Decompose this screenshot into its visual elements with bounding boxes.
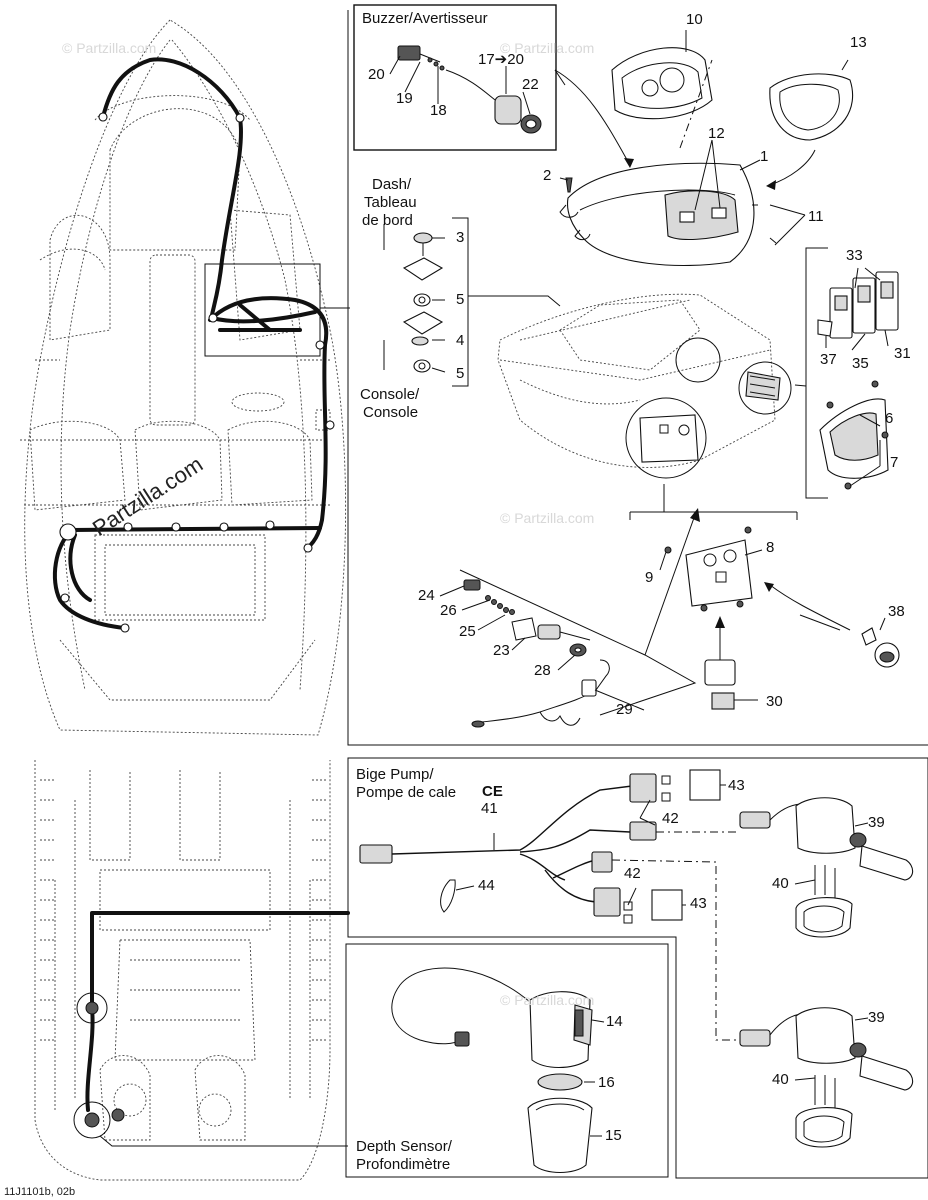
- bilge-label-line2: Pompe de cale: [356, 784, 457, 801]
- part-number-43b: 43: [690, 895, 707, 912]
- part-number-11: 11: [808, 208, 824, 225]
- part-number-30: 30: [766, 693, 783, 710]
- dash-console-hardware: [383, 217, 561, 387]
- hull-bottom-view: [34, 760, 350, 1181]
- part-number-19: 19: [396, 90, 413, 107]
- bilge-box-border: [347, 757, 928, 1179]
- part-number-14: 14: [606, 1013, 623, 1030]
- part-number-33: 33: [846, 247, 863, 264]
- watermark-small-2: © Partzilla.com: [500, 40, 595, 56]
- part-number-15: 15: [605, 1127, 622, 1144]
- part-number-35: 35: [852, 355, 869, 372]
- bilge-label-line1: Bige Pump/: [356, 766, 434, 783]
- part-number-7: 7: [890, 454, 899, 471]
- depth-label-line1: Depth Sensor/: [356, 1138, 452, 1155]
- part-number-41: 41: [481, 800, 498, 817]
- part-number-16: 16: [598, 1074, 615, 1091]
- part-number-26: 26: [440, 602, 457, 619]
- part-number-1: 1: [760, 148, 769, 165]
- diagram-code: 11J1101b, 02b: [4, 1186, 76, 1198]
- part-number-5b: 5: [456, 365, 465, 382]
- part-number-13: 13: [850, 34, 867, 51]
- watermark-small-1: © Partzilla.com: [62, 40, 157, 56]
- lanyard-bracket-area: [459, 484, 900, 728]
- part-number-43a: 43: [728, 777, 745, 794]
- part-number-38: 38: [888, 603, 905, 620]
- buzzer-box: [353, 4, 557, 151]
- part-number-39a: 39: [868, 814, 885, 831]
- part-number-3: 3: [456, 229, 465, 246]
- watermark-small-3: © Partzilla.com: [500, 510, 595, 526]
- part-number-4: 4: [456, 332, 465, 349]
- console-label-line2: Console: [363, 404, 419, 421]
- part-number-24: 24: [418, 587, 435, 604]
- ce-marking: CE: [482, 783, 503, 800]
- part-number-37: 37: [820, 351, 837, 368]
- part-number-40a: 40: [772, 875, 789, 892]
- part-number-5a: 5: [456, 291, 465, 308]
- depth-box-border: [345, 943, 669, 1178]
- part-number-23: 23: [493, 642, 510, 659]
- bilge-pump-harness: [359, 769, 914, 1148]
- depth-sensor: [391, 967, 593, 1174]
- part-number-6: 6: [885, 410, 894, 427]
- switch-group-bracket: [805, 247, 828, 499]
- console-body: [497, 293, 807, 479]
- part-number-31: 31: [894, 345, 911, 362]
- part-number-39b: 39: [868, 1009, 885, 1026]
- dash-label-line1: Dash/: [372, 176, 412, 193]
- part-number-22: 22: [522, 76, 539, 93]
- gauge-assembly: [554, 47, 854, 267]
- leader-lines: [389, 30, 889, 1137]
- part-number-9: 9: [645, 569, 654, 586]
- part-number-40b: 40: [772, 1071, 789, 1088]
- part-number-10: 10: [686, 11, 703, 28]
- dash-label-line2: Tableau: [364, 194, 417, 211]
- part-number-12: 12: [708, 125, 725, 142]
- part-number-2: 2: [543, 167, 552, 184]
- part-number-28: 28: [534, 662, 551, 679]
- part-number-17-20: 17➔20: [478, 51, 524, 68]
- part-number-20: 20: [368, 66, 385, 83]
- switch-panels: [817, 271, 899, 490]
- part-number-44: 44: [478, 877, 495, 894]
- depth-label-line2: Profondimètre: [356, 1156, 451, 1173]
- buzzer-section-title: Buzzer/Avertisseur: [362, 10, 488, 27]
- part-number-8: 8: [766, 539, 775, 556]
- part-number-29: 29: [616, 701, 633, 718]
- dash-label-line3: de bord: [362, 212, 413, 229]
- watermark-small-4: © Partzilla.com: [500, 992, 595, 1008]
- part-number-42a: 42: [662, 810, 679, 827]
- part-number-25: 25: [459, 623, 476, 640]
- part-number-18: 18: [430, 102, 447, 119]
- boat-top-view: [20, 19, 350, 736]
- part-number-42b: 42: [624, 865, 641, 882]
- console-label-line1: Console/: [360, 386, 420, 403]
- upper-detail-border: [347, 10, 928, 746]
